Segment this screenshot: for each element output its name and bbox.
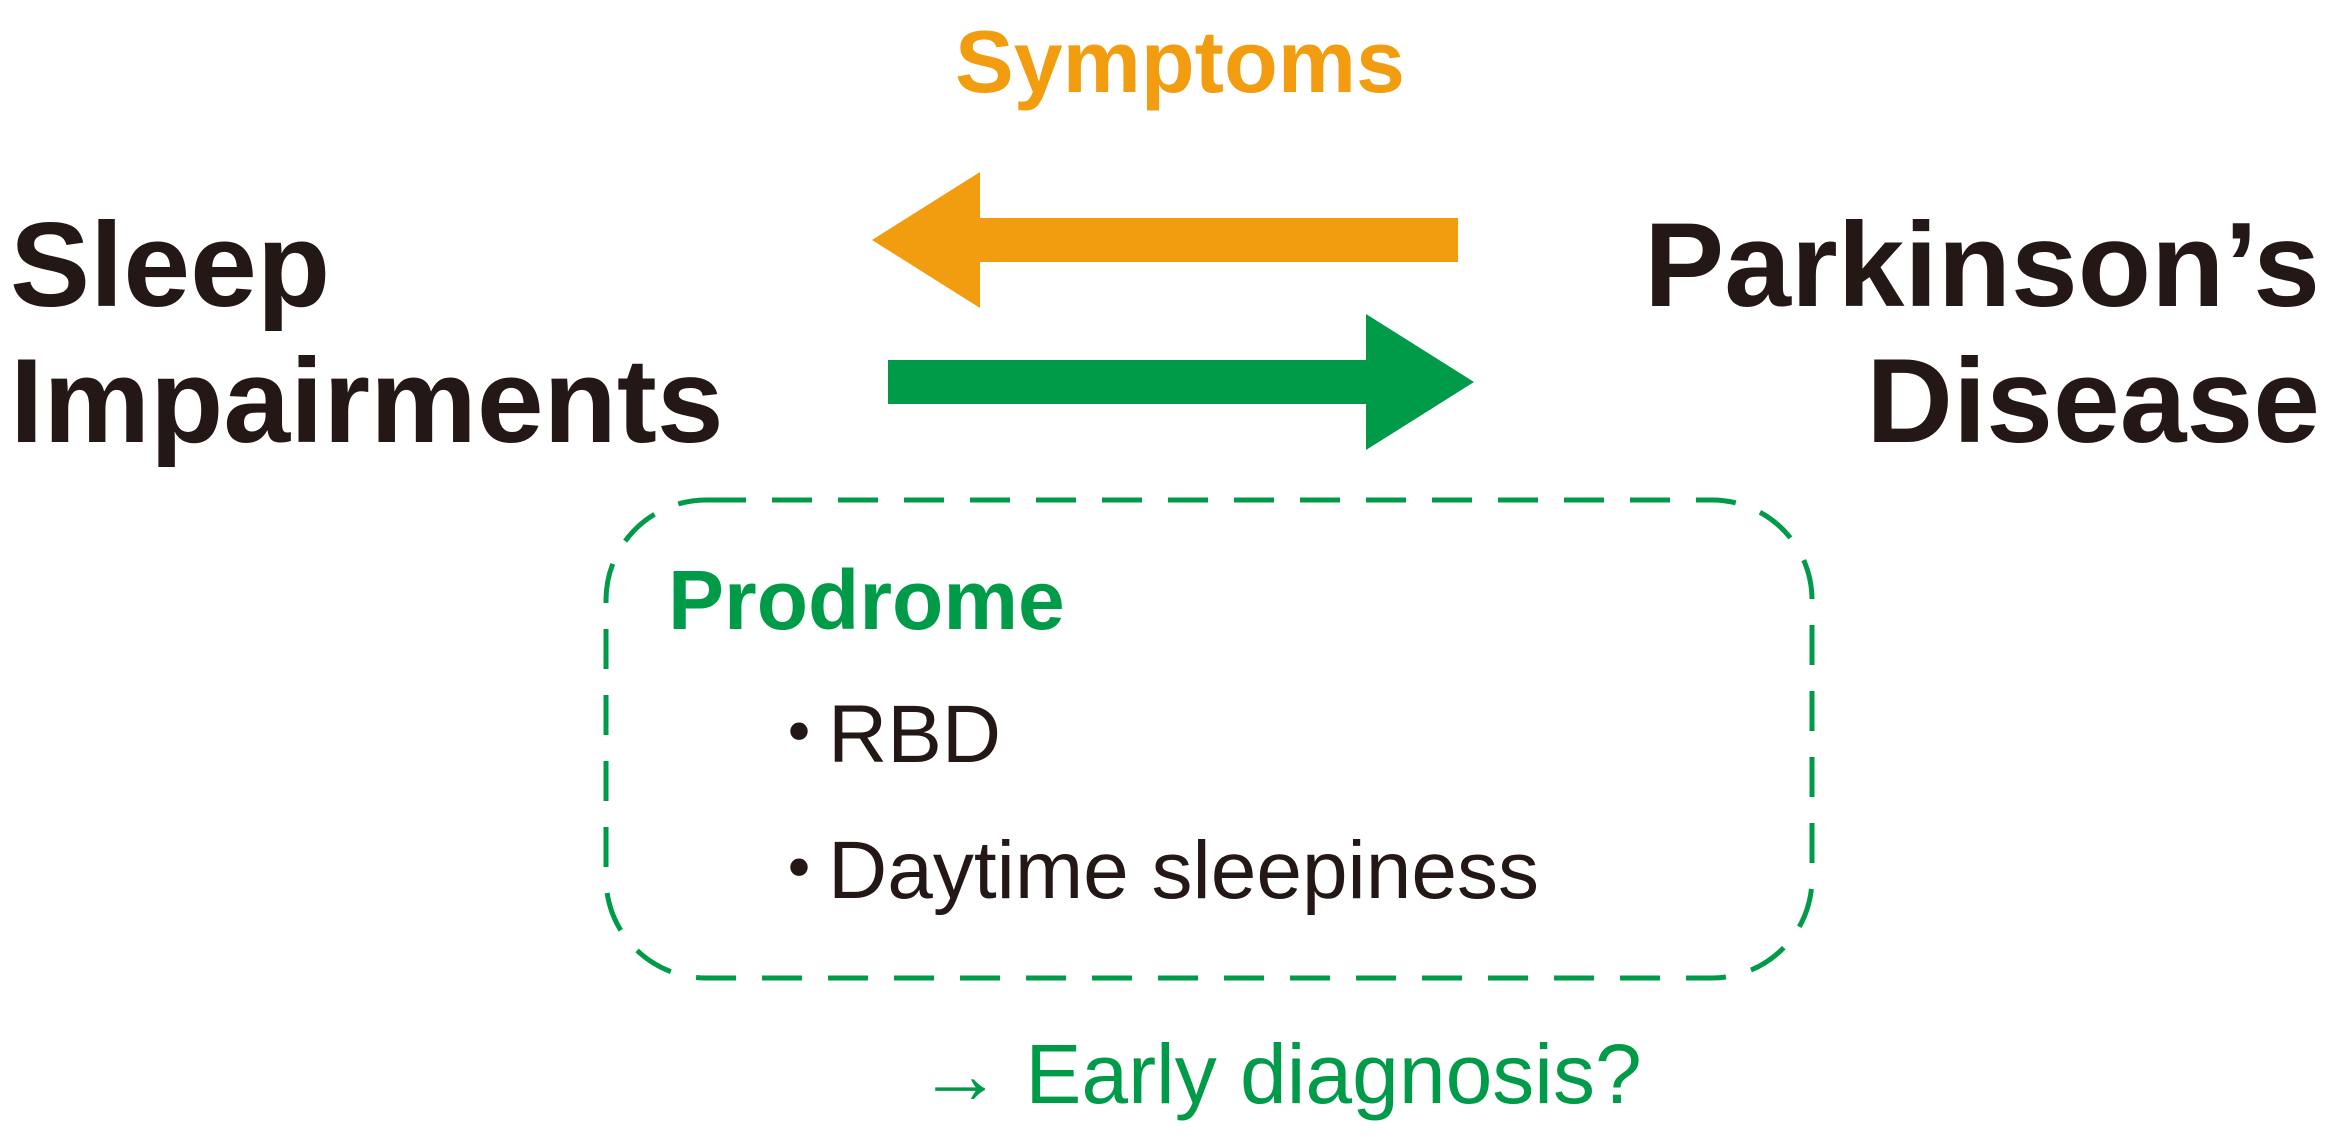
symptoms-arrow (872, 172, 1458, 308)
sleep-impairments-node: Sleep Impairments (10, 198, 724, 469)
prodrome-title: Prodrome (668, 553, 1065, 647)
prodrome-item-label: Daytime sleepiness (828, 825, 1539, 916)
sleep-impairments-line1: Sleep (10, 198, 331, 332)
prodrome-arrow (888, 314, 1474, 450)
parkinsons-disease-line1: Parkinson’s (1644, 198, 2320, 332)
prodrome-item-label: RBD (828, 689, 1002, 780)
bullet-icon: ・ (758, 825, 841, 916)
bullet-icon: ・ (758, 689, 841, 780)
symptoms-label: Symptoms (955, 12, 1405, 111)
parkinsons-disease-node: Parkinson’s Disease (1600, 198, 2320, 469)
early-diagnosis-label: → Early diagnosis? (918, 1027, 1642, 1121)
prodrome-item: ・RBD (758, 694, 1001, 776)
prodrome-item: ・Daytime sleepiness (758, 830, 1539, 912)
sleep-impairments-line2: Impairments (10, 333, 724, 468)
parkinsons-disease-line2: Disease (1866, 333, 2320, 468)
